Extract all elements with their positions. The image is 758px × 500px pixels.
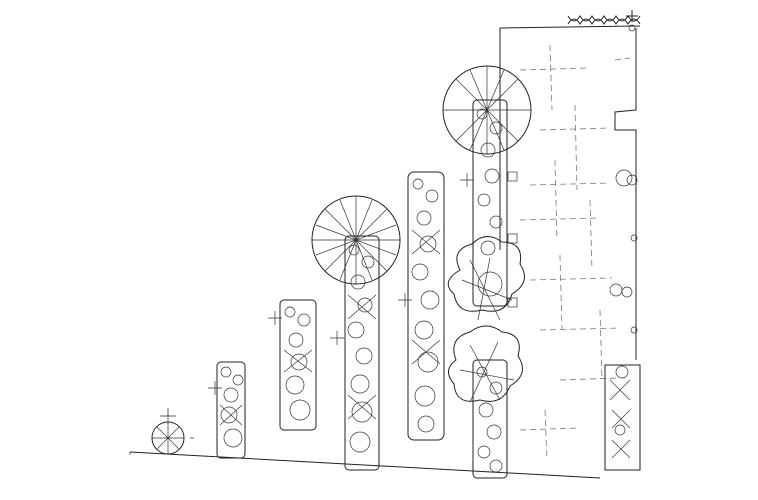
specimen-tree-small [151, 412, 194, 455]
site-boundary [129, 451, 601, 479]
planting-bed-5 [472, 99, 518, 308]
planting-bed-3 [344, 235, 380, 471]
canopy-tree-3 [447, 236, 525, 321]
canopy-tree-4 [448, 325, 523, 403]
planting-bed-4 [407, 171, 445, 441]
hedge-detail [567, 10, 641, 32]
canopy-tree-2 [442, 65, 532, 155]
planting-bed-6 [472, 359, 508, 479]
planting-bed-2 [279, 299, 317, 431]
planting-bed-1 [216, 361, 246, 459]
paved-terrace [499, 25, 641, 461]
edge-shrubs [604, 169, 641, 471]
canopy-tree-1 [311, 195, 401, 285]
survey-marks [160, 173, 474, 424]
